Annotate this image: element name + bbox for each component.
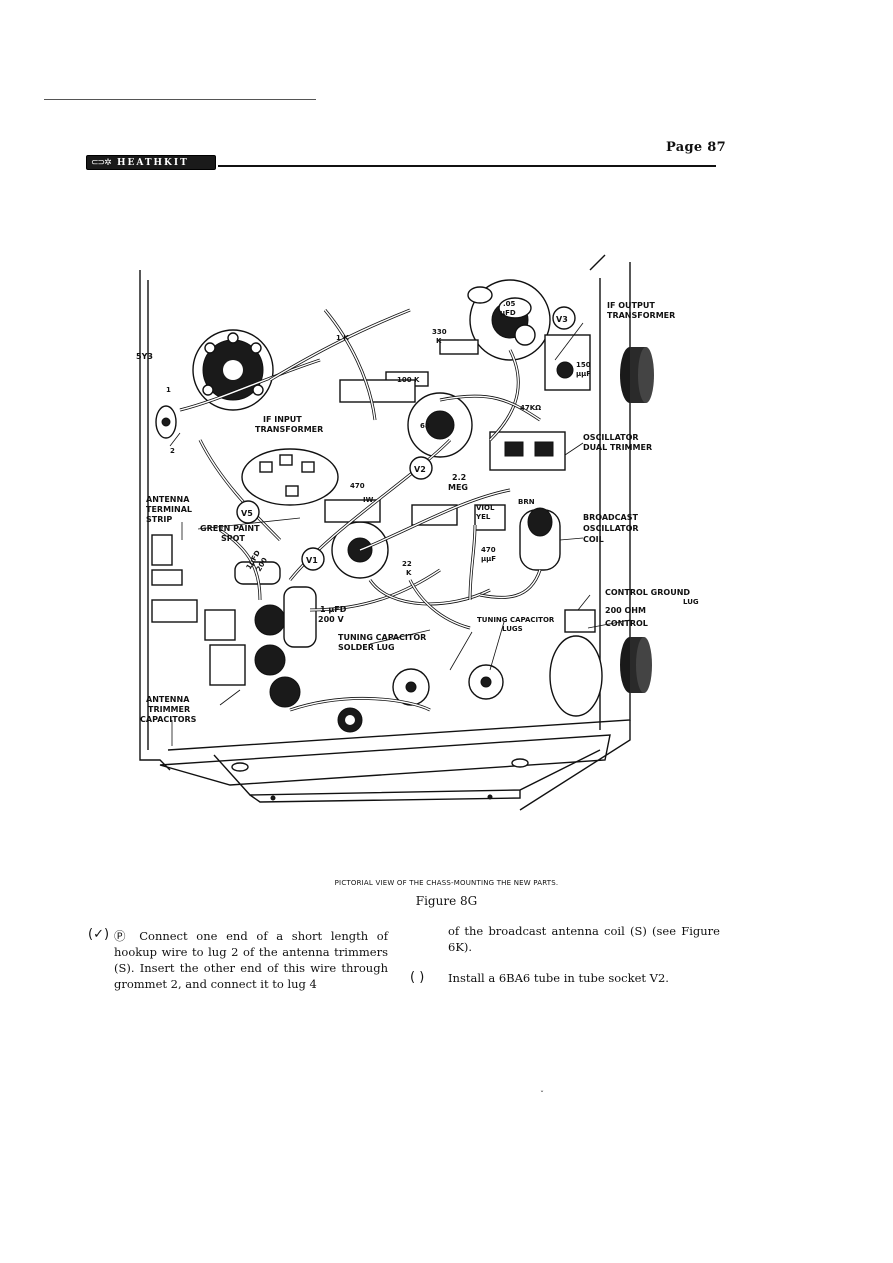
label-brn: BRN (518, 498, 535, 506)
label-200-ohm: 200 OHM (605, 606, 646, 615)
label-if-input-2: TRANSFORMER (255, 425, 323, 434)
label-ant-trim-2: TRIMMER (148, 705, 190, 714)
label-tuning-solder-1: TUNING CAPACITOR (338, 633, 426, 642)
label-1k: 1 K (336, 334, 349, 342)
heathkit-logo: ⊂⊃✲ HEATHKIT (86, 155, 216, 170)
label-22k-2: K (406, 569, 412, 577)
label-330k-2: K (436, 337, 442, 345)
label-tuning-lugs-2: LUGS (502, 625, 523, 633)
label-ctrl-ground-2: LUG (683, 598, 699, 606)
label-100k: 100 K (397, 376, 420, 384)
label-bc-osc-2: OSCILLATOR (583, 524, 639, 533)
antenna-terminal-strip (151, 534, 198, 623)
label-05-1: .05 (503, 300, 516, 308)
label-1ufd-1: 1 μFD (320, 605, 347, 614)
label-v1: V1 (306, 556, 318, 565)
label-if-output-2: TRANSFORMER (607, 311, 675, 320)
step-p-text: Connect one end of a short length of hoo… (114, 929, 388, 991)
label-5y3: 5Y3 (136, 352, 153, 361)
step-p-letter: Ⓟ (114, 929, 131, 943)
label-control: CONTROL (605, 619, 648, 628)
label-22k-1: 22 (402, 560, 412, 568)
leader-lines (169, 322, 631, 746)
label-ant-term-3: STRIP (146, 515, 172, 524)
label-470uuf-1: 470 (481, 546, 496, 554)
label-ant-trim-1: ANTENNA (146, 695, 190, 704)
label-green-2: SPOT (221, 534, 245, 543)
heathkit-mark-icon: ⊂⊃✲ (91, 157, 112, 168)
label-viol: VIOL (476, 504, 495, 512)
label-tuning-lugs-1: TUNING CAPACITOR (477, 616, 555, 624)
label-if-input-1: IF INPUT (263, 415, 302, 424)
if-input-transformer (241, 448, 339, 506)
tube-socket-v3-area (467, 279, 551, 361)
antenna-trimmer-capacitors (204, 609, 246, 686)
label-osc-trim-2: DUAL TRIMMER (583, 443, 652, 452)
broadcast-oscillator-coil (411, 504, 561, 571)
label-150-1: 150 (576, 361, 591, 369)
figure-caption: Figure 8G (415, 894, 478, 908)
header-rule (218, 165, 716, 167)
label-bc-osc-1: BROADCAST (583, 513, 639, 522)
step-p-right-column: of the broadcast antenna coil (S) (see F… (448, 924, 720, 954)
label-lug-1: 1 (166, 386, 171, 394)
volume-control (549, 609, 603, 717)
tuning-capacitor-lugs (337, 664, 504, 733)
tube-socket-v2-area (339, 379, 473, 458)
label-47k: 47KΩ (520, 404, 541, 412)
page-number: Page 87 (666, 140, 726, 155)
label-yel: YEL (475, 513, 491, 521)
knob-lower (620, 637, 652, 693)
lug-strip-left (155, 405, 177, 439)
logo-text: HEATHKIT (117, 157, 189, 168)
oscillator-dual-trimmer (489, 431, 566, 471)
label-ctrl-ground-1: CONTROL GROUND (605, 588, 690, 597)
label-lug-2: 2 (170, 447, 175, 455)
if-output-transformer-area (385, 334, 591, 391)
stray-mark: ˇ (540, 1090, 544, 1099)
label-ant-term-1: ANTENNA (146, 495, 190, 504)
label-iw: IW (363, 496, 374, 504)
step-v2-checkbox[interactable]: ( ) (410, 970, 425, 985)
label-ant-trim-3: CAPACITORS (140, 715, 197, 724)
tube-socket-5y3 (192, 329, 274, 411)
label-470uuf-2: μμF (481, 555, 496, 563)
label-tuning-solder-2: SOLDER LUG (338, 643, 395, 652)
label-if-output-1: IF OUTPUT (607, 301, 655, 310)
label-68: 68 (420, 422, 430, 430)
label-05-2: μFD (500, 309, 516, 317)
label-1ufd-2: 200 V (318, 615, 344, 624)
label-150-2: μμF (576, 370, 591, 378)
label-bc-osc-3: COIL (583, 535, 604, 544)
tube-socket-v1-area (324, 499, 389, 579)
knob-upper (620, 347, 654, 403)
label-v5: V5 (241, 509, 253, 518)
chassis-pictorial-figure: .lbl { font-family: "DejaVu Sans", sans-… (136, 254, 699, 811)
step-p-left-column: Ⓟ Connect one end of a short length of h… (114, 928, 388, 992)
label-v3: V3 (556, 315, 568, 324)
label-470: 470 (350, 482, 365, 490)
label-green-1: GREEN PAINT (200, 524, 260, 533)
filter-capacitors (234, 561, 317, 708)
label-osc-trim-1: OSCILLATOR (583, 433, 639, 442)
chassis-outline (139, 254, 631, 811)
step-p-checkbox[interactable]: (✓) (88, 927, 110, 942)
tube-circles (236, 306, 576, 571)
label-v2: V2 (414, 465, 426, 474)
step-v2-text: Install a 6BA6 tube in tube socket V2. (448, 971, 669, 985)
figure-caption-description: PICTORIAL VIEW OF THE CHASS-MOUNTING THE… (334, 879, 559, 887)
label-330k-1: 330 (432, 328, 447, 336)
label-meg-2: MEG (448, 483, 468, 492)
label-meg-1: 2.2 (452, 473, 466, 482)
label-ant-term-2: TERMINAL (146, 505, 192, 514)
top-rule (44, 99, 316, 100)
